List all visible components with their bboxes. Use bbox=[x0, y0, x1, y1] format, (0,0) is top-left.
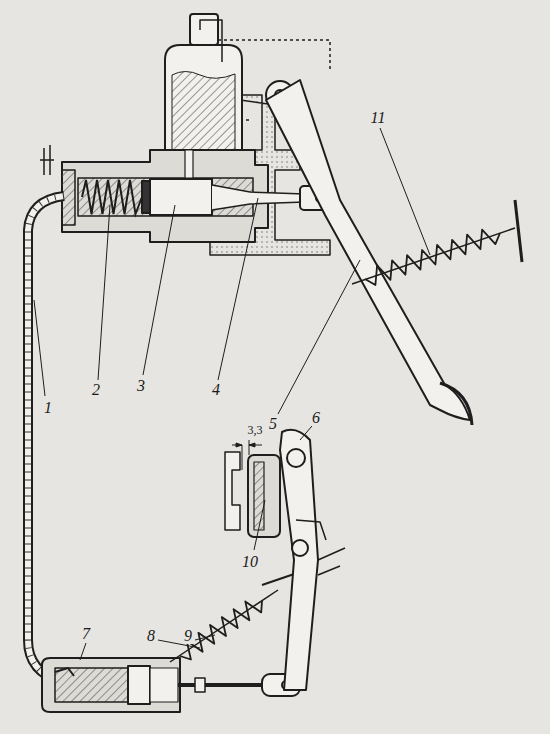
callout-number: 7 bbox=[81, 626, 91, 642]
piston-cup bbox=[142, 181, 150, 213]
slave-cylinder-body bbox=[42, 658, 180, 712]
callout-number: 11 bbox=[370, 110, 387, 126]
spring-rod bbox=[352, 228, 515, 284]
spring-rod bbox=[170, 590, 278, 662]
callout-number: 2 bbox=[91, 382, 101, 398]
reservoir-fluid bbox=[172, 72, 235, 151]
fork-lower-pivot bbox=[292, 540, 308, 556]
reservoir bbox=[165, 45, 242, 150]
return-spring bbox=[365, 230, 500, 285]
piston bbox=[150, 179, 212, 215]
fork-pivot bbox=[287, 449, 305, 467]
pipe-marks bbox=[28, 196, 64, 682]
callout-number: 8 bbox=[146, 628, 156, 644]
fitting bbox=[40, 145, 54, 175]
pressure-plate bbox=[225, 452, 240, 530]
bracket-mark bbox=[318, 548, 345, 575]
piston-spring bbox=[82, 180, 142, 214]
vent bbox=[200, 20, 222, 62]
callout-number: 9 bbox=[183, 628, 193, 644]
callout-number: 1 bbox=[43, 400, 53, 416]
pipe-union bbox=[55, 668, 74, 676]
leader-lines bbox=[34, 128, 430, 660]
push-rod-boot bbox=[212, 185, 305, 210]
slave-fluid bbox=[55, 668, 130, 702]
callout-number: 10 bbox=[241, 554, 259, 570]
callout-number: 6 bbox=[311, 410, 321, 426]
pipe-outer bbox=[28, 196, 64, 682]
bearing-race bbox=[254, 462, 264, 530]
clutch-pedal bbox=[266, 80, 470, 420]
slave-chamber bbox=[150, 668, 178, 702]
callout-number: 4 bbox=[211, 382, 221, 398]
pipe-inner bbox=[28, 196, 64, 682]
spring-anchor bbox=[515, 200, 522, 262]
release-bearing bbox=[248, 455, 280, 537]
release-fork bbox=[280, 430, 318, 690]
release-spring bbox=[180, 601, 262, 660]
port bbox=[185, 150, 193, 178]
reservoir-cap bbox=[190, 14, 218, 45]
slave-push-rod bbox=[178, 683, 268, 687]
lock-nut bbox=[195, 678, 205, 692]
fork-tab bbox=[296, 520, 326, 540]
slave-piston bbox=[128, 666, 150, 704]
callout-number: 5 bbox=[268, 416, 278, 432]
callout-number: 3 bbox=[136, 378, 146, 394]
pedal-pad bbox=[440, 383, 472, 425]
dimension-label: 3,3 bbox=[247, 422, 264, 438]
